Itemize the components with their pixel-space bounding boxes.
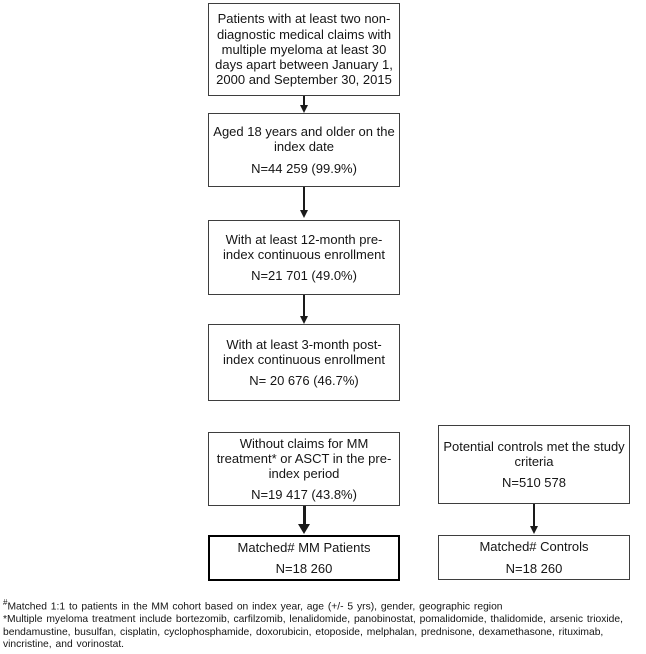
arrow-down-bold-icon	[297, 506, 311, 534]
box-count: N=44 259 (99.9%)	[251, 160, 357, 176]
box-label: Without claims for MM treatment* or ASCT…	[216, 435, 392, 481]
box-count: N=19 417 (43.8%)	[251, 487, 357, 503]
footnote-matched: #Matched 1:1 to patients in the MM cohor…	[3, 598, 643, 614]
box-label: Potential controls met the study criteri…	[443, 438, 625, 469]
flow-box-age-criteria: Aged 18 years and older on the index dat…	[208, 113, 400, 187]
arrow-down-icon	[298, 96, 310, 113]
footnote-treatment: *Multiple myeloma treatment include bort…	[3, 614, 643, 652]
box-count: N=18 260	[275, 561, 333, 576]
footnote-text: Multiple myeloma treatment include borte…	[3, 613, 623, 651]
footnote-text: Matched 1:1 to patients in the MM cohort…	[7, 601, 503, 613]
box-count: N= 20 676 (46.7%)	[249, 373, 359, 389]
box-count: N=21 701 (49.0%)	[251, 268, 357, 284]
arrow-down-icon	[298, 187, 310, 218]
flow-box-matched-mm-patients: Matched# MM Patients N=18 260	[208, 535, 400, 581]
flow-box-no-prior-treatment: Without claims for MM treatment* or ASCT…	[208, 432, 400, 506]
flow-box-preindex-enrollment: With at least 12-month pre-index continu…	[208, 220, 400, 295]
box-label: Matched# MM Patients	[237, 539, 371, 555]
box-label: Aged 18 years and older on the index dat…	[213, 124, 395, 155]
flow-box-matched-controls: Matched# Controls N=18 260	[438, 535, 630, 580]
arrow-down-icon	[298, 295, 310, 324]
box-label: With at least 12-month pre-index continu…	[223, 231, 385, 262]
box-label: Patients with at least two non-diagnosti…	[215, 11, 393, 88]
box-label: With at least 3-month post-index continu…	[223, 336, 385, 367]
flow-box-potential-controls: Potential controls met the study criteri…	[438, 425, 630, 504]
footnotes: #Matched 1:1 to patients in the MM cohor…	[3, 598, 643, 652]
flow-box-initial-cohort: Patients with at least two non-diagnosti…	[208, 3, 400, 96]
box-label: Matched# Controls	[479, 539, 589, 555]
arrow-down-icon	[528, 504, 540, 534]
flow-box-postindex-enrollment: With at least 3-month post-index continu…	[208, 324, 400, 401]
box-count: N=510 578	[502, 475, 566, 491]
box-count: N=18 260	[505, 560, 563, 576]
footnote-marker: #	[3, 598, 8, 607]
footnote-marker: *	[3, 613, 8, 625]
